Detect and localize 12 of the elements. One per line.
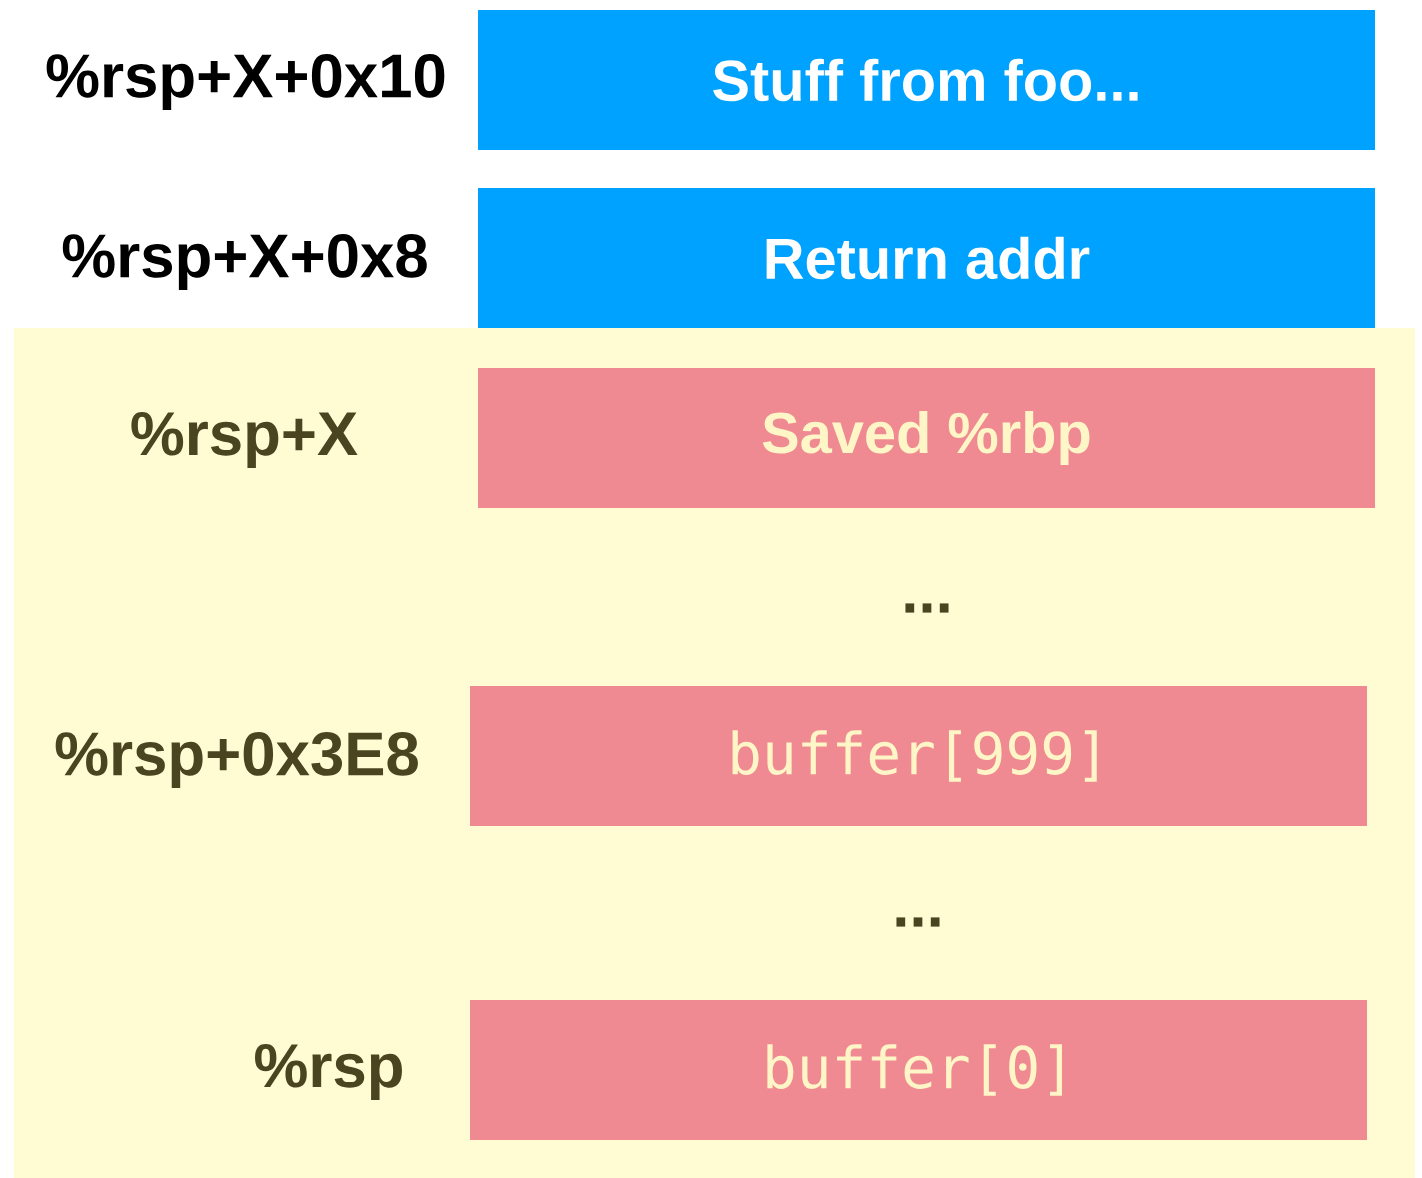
address-label: %rsp+X+0x8 bbox=[62, 234, 427, 290]
address-label: %rsp+0x3E8 bbox=[55, 732, 418, 788]
memory-slot: Saved %rbp bbox=[478, 368, 1375, 508]
memory-slot: Stuff from foo... bbox=[478, 10, 1375, 150]
ellipsis: ... bbox=[905, 603, 949, 613]
memory-slot: Return addr bbox=[478, 188, 1375, 328]
address-label: %rsp bbox=[255, 1044, 402, 1100]
address-label: %rsp+X+0x10 bbox=[46, 54, 445, 110]
memory-slot: buffer[0] bbox=[470, 1000, 1367, 1140]
memory-slot: buffer[999] bbox=[470, 686, 1367, 826]
address-label: %rsp+X bbox=[131, 412, 358, 468]
ellipsis: ... bbox=[896, 917, 940, 927]
